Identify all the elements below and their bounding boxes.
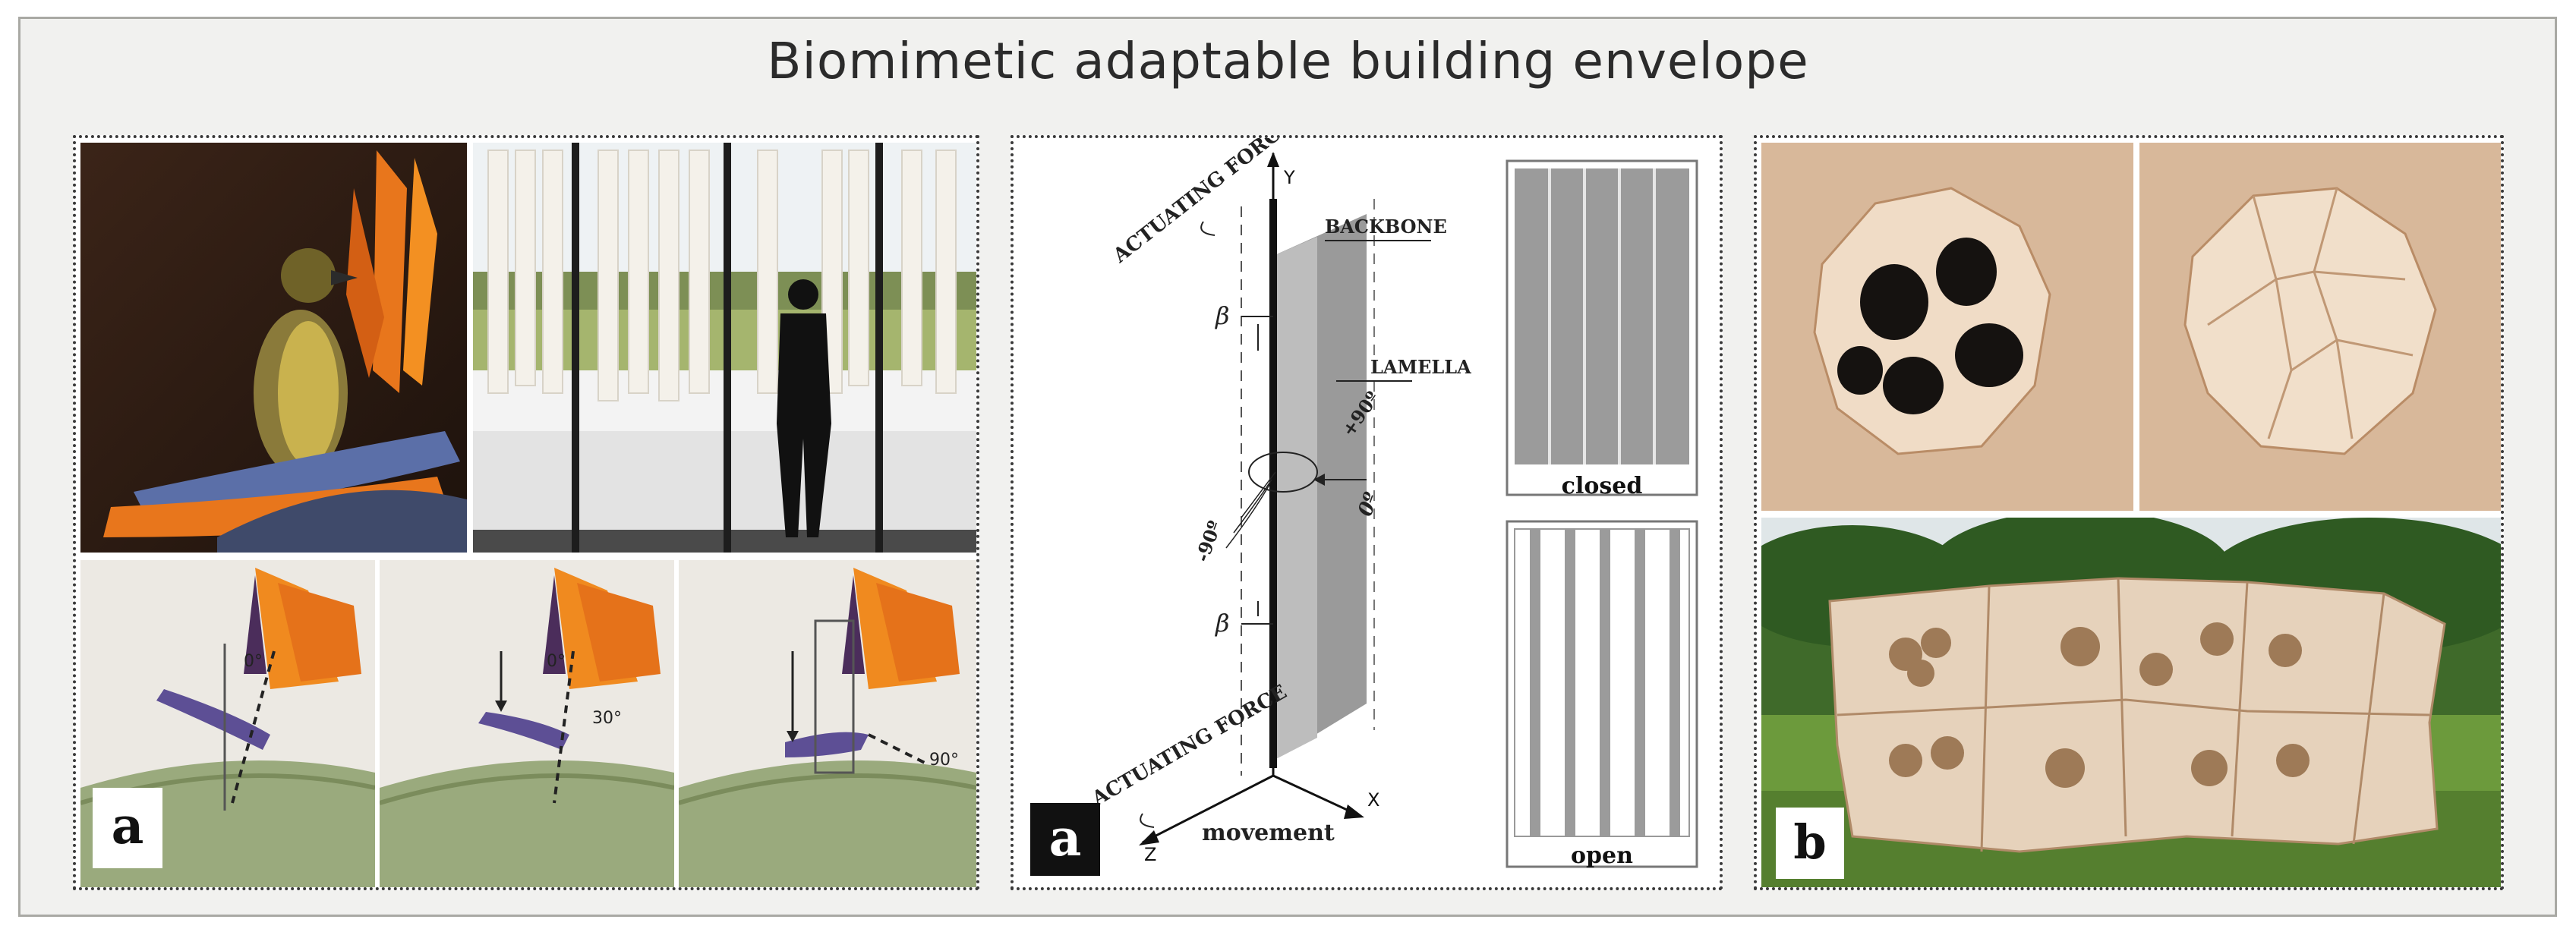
backbone-label: BACKBONE (1325, 216, 1447, 238)
axis-x-label: X (1367, 789, 1379, 811)
angle-label-1: 0° (244, 652, 263, 671)
closed-diagram (1506, 159, 1698, 496)
angle-label-2: 0° (547, 652, 566, 671)
movement-label: movement (1202, 820, 1335, 846)
lamella-label: LAMELLA (1370, 356, 1471, 378)
panel-wood-facade: b (1754, 135, 2504, 890)
flower-sequence-2: 0° 30° (380, 560, 674, 887)
axis-z-label: Z (1144, 844, 1156, 865)
wood-facade-pavilion-photo (1761, 518, 2501, 887)
bird-photo (80, 143, 467, 553)
flower-sequence-3: 90° (679, 560, 976, 887)
facade-photo (473, 143, 976, 553)
closed-label: closed (1562, 473, 1643, 499)
axis-y-label: Y (1283, 167, 1295, 188)
wood-module-open-photo (1761, 143, 2133, 511)
angle-label-4: 90° (929, 751, 959, 770)
open-label: open (1571, 842, 1633, 869)
label-a-middle: a (1030, 803, 1100, 876)
label-a-left: a (93, 788, 162, 868)
beta-label-top: β (1215, 301, 1230, 330)
open-diagram (1506, 520, 1698, 868)
angle-label-3: 30° (592, 709, 622, 728)
panel-bird-of-paradise: 0° 0° 30° (73, 135, 979, 890)
label-b-right: b (1776, 808, 1844, 879)
figure-title: Biomimetic adaptable building envelope (767, 32, 1809, 90)
panel-lamella-diagram: Y X Z ACTUATING FORCE ACTUATING FORCE BA… (1011, 135, 1723, 890)
beta-label-bottom: β (1215, 609, 1230, 638)
wood-module-closed-photo (2139, 143, 2501, 511)
